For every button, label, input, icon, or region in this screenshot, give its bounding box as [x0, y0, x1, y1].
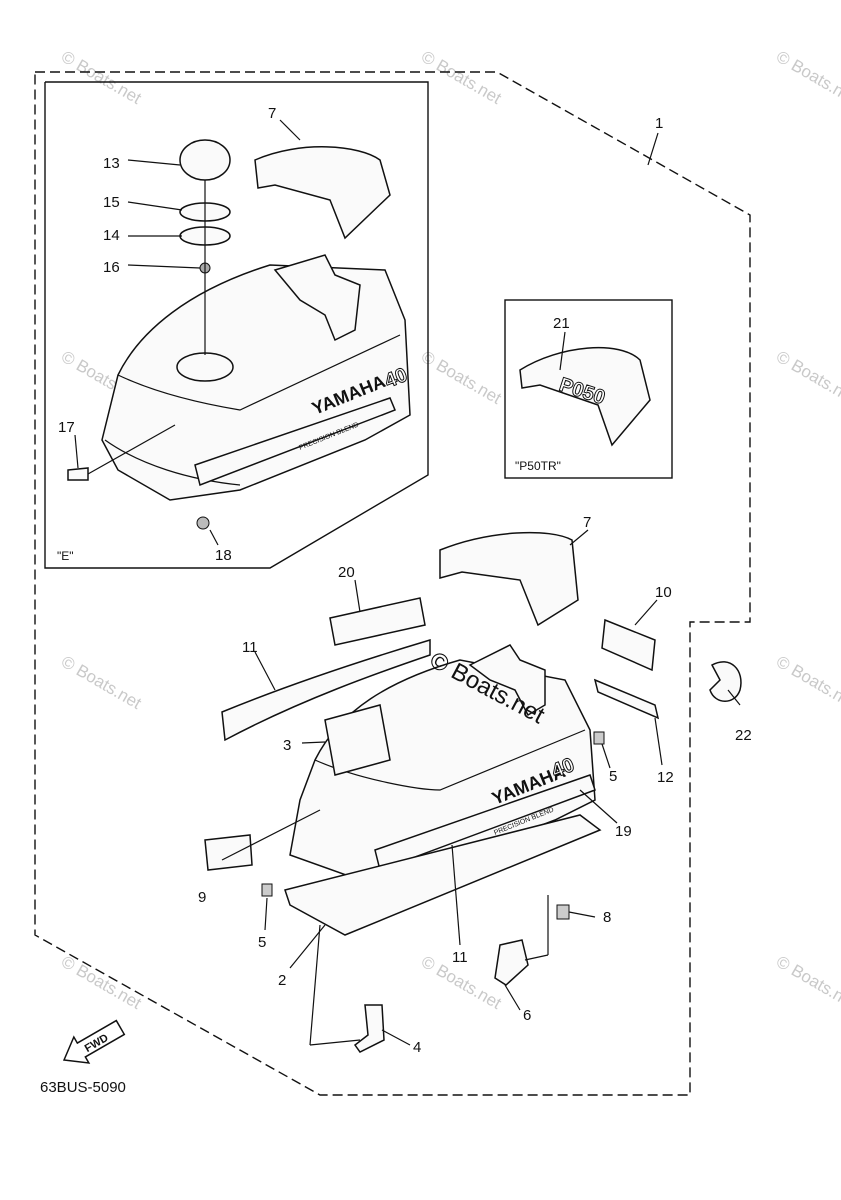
part-5-screw [593, 731, 605, 745]
part-9-badge [204, 834, 253, 871]
callout-10: 10 [655, 584, 672, 601]
diagram-code: 63BUS-5090 [40, 1079, 126, 1096]
part-17-screw [67, 467, 89, 481]
callout-6: 6 [523, 1007, 531, 1024]
watermark-text: © Boats.net [58, 652, 145, 713]
callout-8: 8 [603, 909, 611, 926]
inset-e-label: "E" [57, 549, 74, 563]
callout-1: 1 [655, 115, 663, 132]
callout-7: 7 [583, 514, 591, 531]
part-13-cap [179, 139, 231, 181]
part-11-strip [221, 638, 431, 742]
watermark-text: © Boats.net [58, 47, 145, 108]
callout-5: 5 [258, 934, 266, 951]
part-7-cover-inset [254, 146, 391, 240]
fwd-arrow: FWD [62, 1019, 126, 1064]
part-12-strip [593, 678, 660, 720]
main-top-cowling: YAMAHA 40 PRECISION BLEND [289, 644, 596, 881]
part-8-bolt [556, 904, 570, 920]
callout-15: 15 [103, 194, 120, 211]
part-10-panel [601, 618, 656, 672]
part-21-decal-cover [519, 346, 651, 447]
callouts: 1 2 3 4 5 5 6 7 7 8 9 10 11 11 12 13 14 … [58, 105, 752, 1056]
part-20-decal [329, 597, 426, 646]
callout-13: 13 [103, 155, 120, 172]
watermark-text: © Boats.net [418, 347, 505, 408]
watermark-text: © Boats.net [773, 347, 841, 408]
assembly-dashed-outline [34, 71, 751, 1096]
callout-4: 4 [413, 1039, 421, 1056]
callout-21: 21 [553, 315, 570, 332]
callout-20: 20 [338, 564, 355, 581]
part-2-rim [284, 814, 602, 936]
fwd-label: FWD [83, 1032, 111, 1055]
callout-2: 2 [278, 972, 286, 989]
leader-lines [74, 119, 741, 1046]
part-6-latch [494, 939, 529, 986]
callout-11: 11 [452, 949, 468, 966]
fwd-arrow-icon [62, 1019, 126, 1064]
callout-17: 17 [58, 419, 75, 436]
callout-11: 11 [242, 639, 258, 656]
part-7-cover [439, 531, 579, 627]
part-18-grommet [196, 516, 210, 530]
callout-3: 3 [283, 737, 291, 754]
part-3-window [324, 704, 391, 776]
callout-9: 9 [198, 889, 206, 906]
inset-e-top-cowling: YAMAHA 40 PRECISION BLEND [101, 254, 411, 501]
inset-p50tr-frame [504, 299, 673, 479]
callout-16: 16 [103, 259, 120, 276]
callout-19: 19 [615, 823, 632, 840]
callout-5: 5 [609, 768, 617, 785]
watermark-text: © Boats.net [773, 652, 841, 713]
watermark-text: © Boats.net [418, 47, 505, 108]
watermark-text: © Boats.net [58, 952, 145, 1013]
callout-7: 7 [268, 105, 276, 122]
callout-22: 22 [735, 727, 752, 744]
watermark-text: © Boats.net [773, 952, 841, 1013]
callout-12: 12 [657, 769, 674, 786]
inset-p50tr-label: "P50TR" [515, 459, 561, 473]
callout-14: 14 [103, 227, 120, 244]
callout-18: 18 [215, 547, 232, 564]
part-22-seal [709, 661, 742, 702]
inset-e-frame [44, 81, 429, 569]
part-4-bracket [353, 1004, 385, 1053]
watermark-text: © Boats.net [773, 47, 841, 108]
part-5-screw [261, 883, 273, 897]
